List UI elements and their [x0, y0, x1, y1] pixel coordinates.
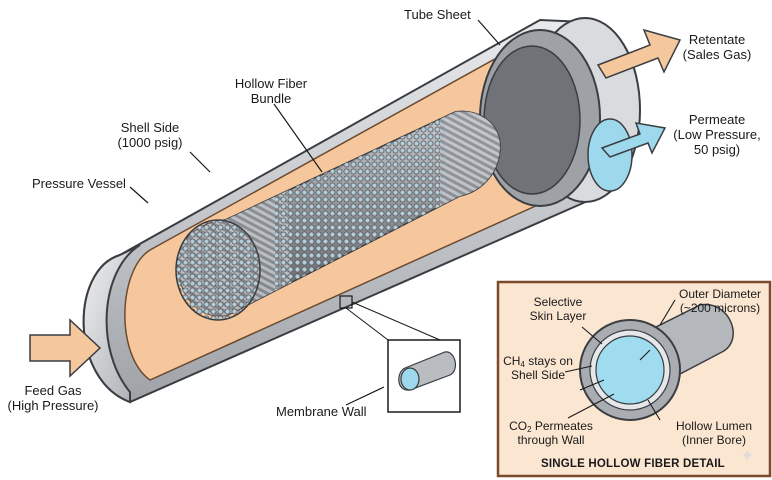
co2-subscript: 2: [527, 425, 532, 434]
co2-label-line1: CO2 Permeates: [504, 419, 598, 434]
retentate-label: Retentate (Sales Gas): [672, 32, 762, 62]
sparkle-icon: ✦: [740, 448, 754, 465]
co2-text-post: Permeates: [531, 419, 593, 433]
tube-sheet-label: Tube Sheet: [404, 7, 471, 22]
hollow-fiber-label-line1: Hollow Fiber: [234, 76, 308, 91]
permeate-arrow: [600, 122, 667, 158]
detail-title: SINGLE HOLLOW FIBER DETAIL: [541, 458, 725, 470]
feed-gas-label-line2: (High Pressure): [7, 398, 99, 413]
membrane-wall-label: Membrane Wall: [276, 404, 367, 419]
single-fiber-detail-panel: [496, 280, 772, 478]
co2-text: CO: [509, 419, 528, 433]
ch4-text-post: stays on: [524, 354, 573, 368]
ch4-text: CH: [503, 354, 521, 368]
co2-label-line2: through Wall: [517, 433, 585, 447]
permeate-label-line2: (Low Pressure,: [673, 127, 761, 142]
outer-diameter-label: Outer Diameter (~200 microns): [672, 287, 768, 315]
co2-label: CO2 Permeates through Wall: [504, 419, 598, 447]
feed-gas-label: Feed Gas (High Pressure): [0, 383, 106, 413]
ch4-label-line2: Shell Side: [510, 368, 566, 382]
outer-diameter-label-line2: (~200 microns): [679, 301, 761, 315]
feed-gas-label-line1: Feed Gas: [24, 383, 82, 398]
shell-side-label-line2: (1000 psig): [117, 135, 183, 150]
membrane-wall-inset: [387, 339, 461, 413]
hollow-fiber-bundle-label: Hollow Fiber Bundle: [216, 76, 326, 106]
ch4-label: CH4 stays on Shell Side: [503, 354, 573, 382]
permeate-label-line1: Permeate: [688, 112, 746, 127]
shell-side-label: Shell Side (1000 psig): [104, 120, 196, 150]
pressure-vessel-label: Pressure Vessel: [32, 176, 126, 191]
lumen-label-line1: Hollow Lumen: [675, 419, 753, 433]
feed-gas-arrow: [29, 318, 102, 378]
hollow-fiber-label-line2: Bundle: [250, 91, 292, 106]
selective-label-line2: Skin Layer: [529, 309, 587, 323]
selective-skin-layer-label: Selective Skin Layer: [516, 295, 600, 323]
permeate-label: Permeate (Low Pressure, 50 psig): [664, 112, 770, 157]
retentate-label-line1: Retentate: [688, 32, 746, 47]
selective-label-line1: Selective: [533, 295, 583, 309]
hollow-lumen-label: Hollow Lumen (Inner Bore): [664, 419, 764, 447]
ch4-label-line1: CH4 stays on: [503, 354, 573, 369]
leader-lines: [129, 19, 501, 406]
lumen-label-line2: (Inner Bore): [681, 433, 747, 447]
shell-side-label-line1: Shell Side: [120, 120, 180, 135]
tube-sheet: [479, 29, 633, 207]
permeate-label-line3: 50 psig): [693, 142, 741, 157]
retentate-arrow: [596, 28, 682, 79]
retentate-label-line2: (Sales Gas): [682, 47, 752, 62]
ch4-subscript: 4: [520, 360, 525, 369]
outer-diameter-label-line1: Outer Diameter: [678, 287, 762, 301]
